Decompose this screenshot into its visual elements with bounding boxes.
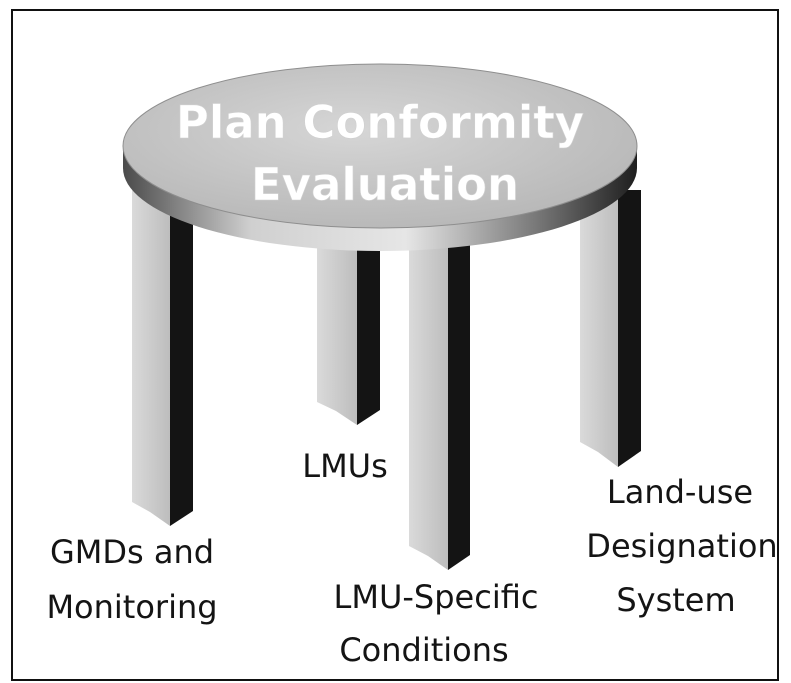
- tabletop: [122, 63, 638, 229]
- label-land-use-line2: Designation: [586, 527, 777, 565]
- label-lmus: LMUs: [302, 447, 388, 485]
- label-gmds-line2: Monitoring: [46, 588, 217, 626]
- table-leg-land-use: [580, 190, 641, 467]
- table-leg-gmds: [132, 190, 193, 526]
- label-lmu-specific-line2: Conditions: [339, 631, 508, 669]
- label-land-use-line3: System: [616, 581, 735, 619]
- table-title-line1: Plan Conformity: [176, 96, 584, 149]
- label-land-use-line1: Land-use: [607, 473, 753, 511]
- table-title-line2: Evaluation: [251, 158, 519, 211]
- table-leg-lmu-specific: [409, 243, 470, 570]
- label-lmu-specific-line1: LMU-Specific: [334, 578, 539, 616]
- table-leg-lmus: [317, 238, 380, 425]
- label-gmds-line1: GMDs and: [50, 533, 214, 571]
